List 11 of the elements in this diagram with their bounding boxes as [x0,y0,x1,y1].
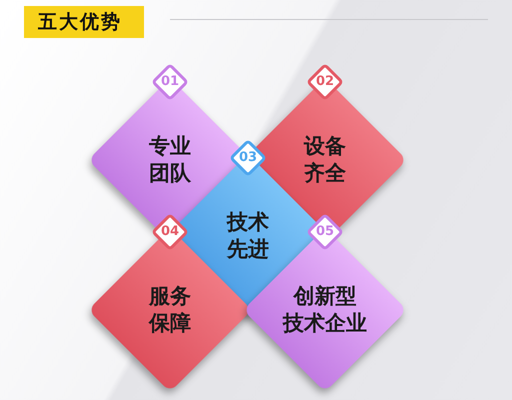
number-badge: 03 [228,138,268,178]
number-badge: 01 [150,62,190,102]
title-banner: 五大优势 [24,6,144,38]
diamond-label: 技术先进 [227,209,269,263]
diamond-label: 设备齐全 [304,133,346,187]
diamond-label: 服务保障 [149,283,191,337]
number-badge: 04 [150,212,190,252]
diamond-label: 专业团队 [149,133,191,187]
number-badge: 05 [305,212,345,252]
diamond-label: 创新型技术企业 [283,283,367,337]
number-badge: 02 [305,62,345,102]
